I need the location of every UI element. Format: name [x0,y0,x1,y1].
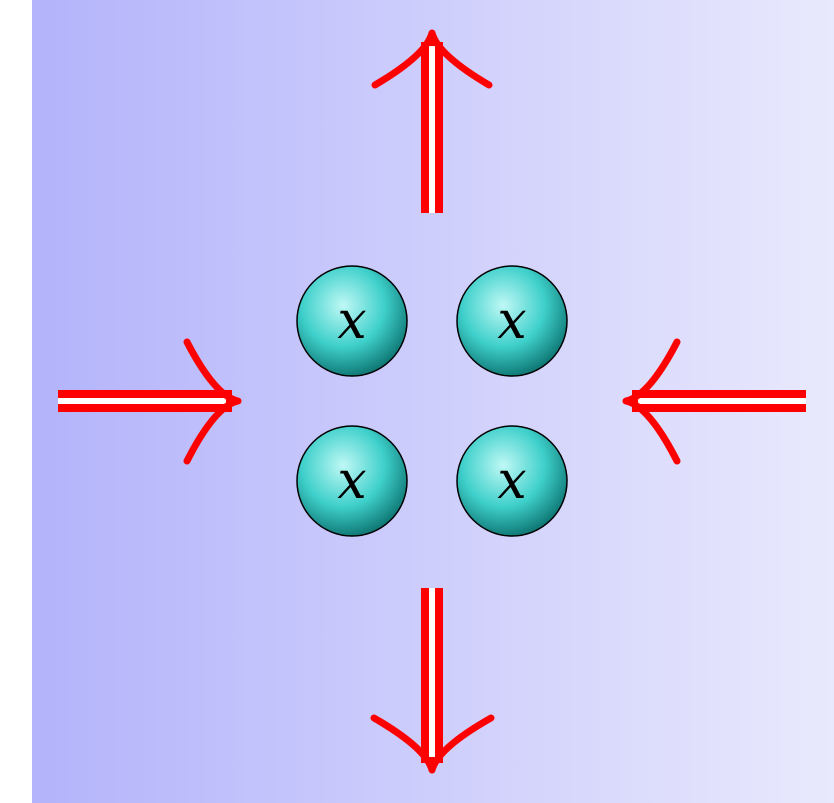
arrow-up [371,29,493,213]
ball-top-right: x [456,265,568,377]
ball-label: x [497,291,526,351]
arrow-left [622,338,806,465]
ball-label: x [497,451,526,511]
ball-top-left: x [296,265,408,377]
arrow-right [58,338,242,465]
ball-label: x [337,451,366,511]
arrow-down [370,588,495,774]
ball-bottom-right: x [456,425,568,537]
ball-label: x [337,291,366,351]
ball-bottom-left: x [296,425,408,537]
